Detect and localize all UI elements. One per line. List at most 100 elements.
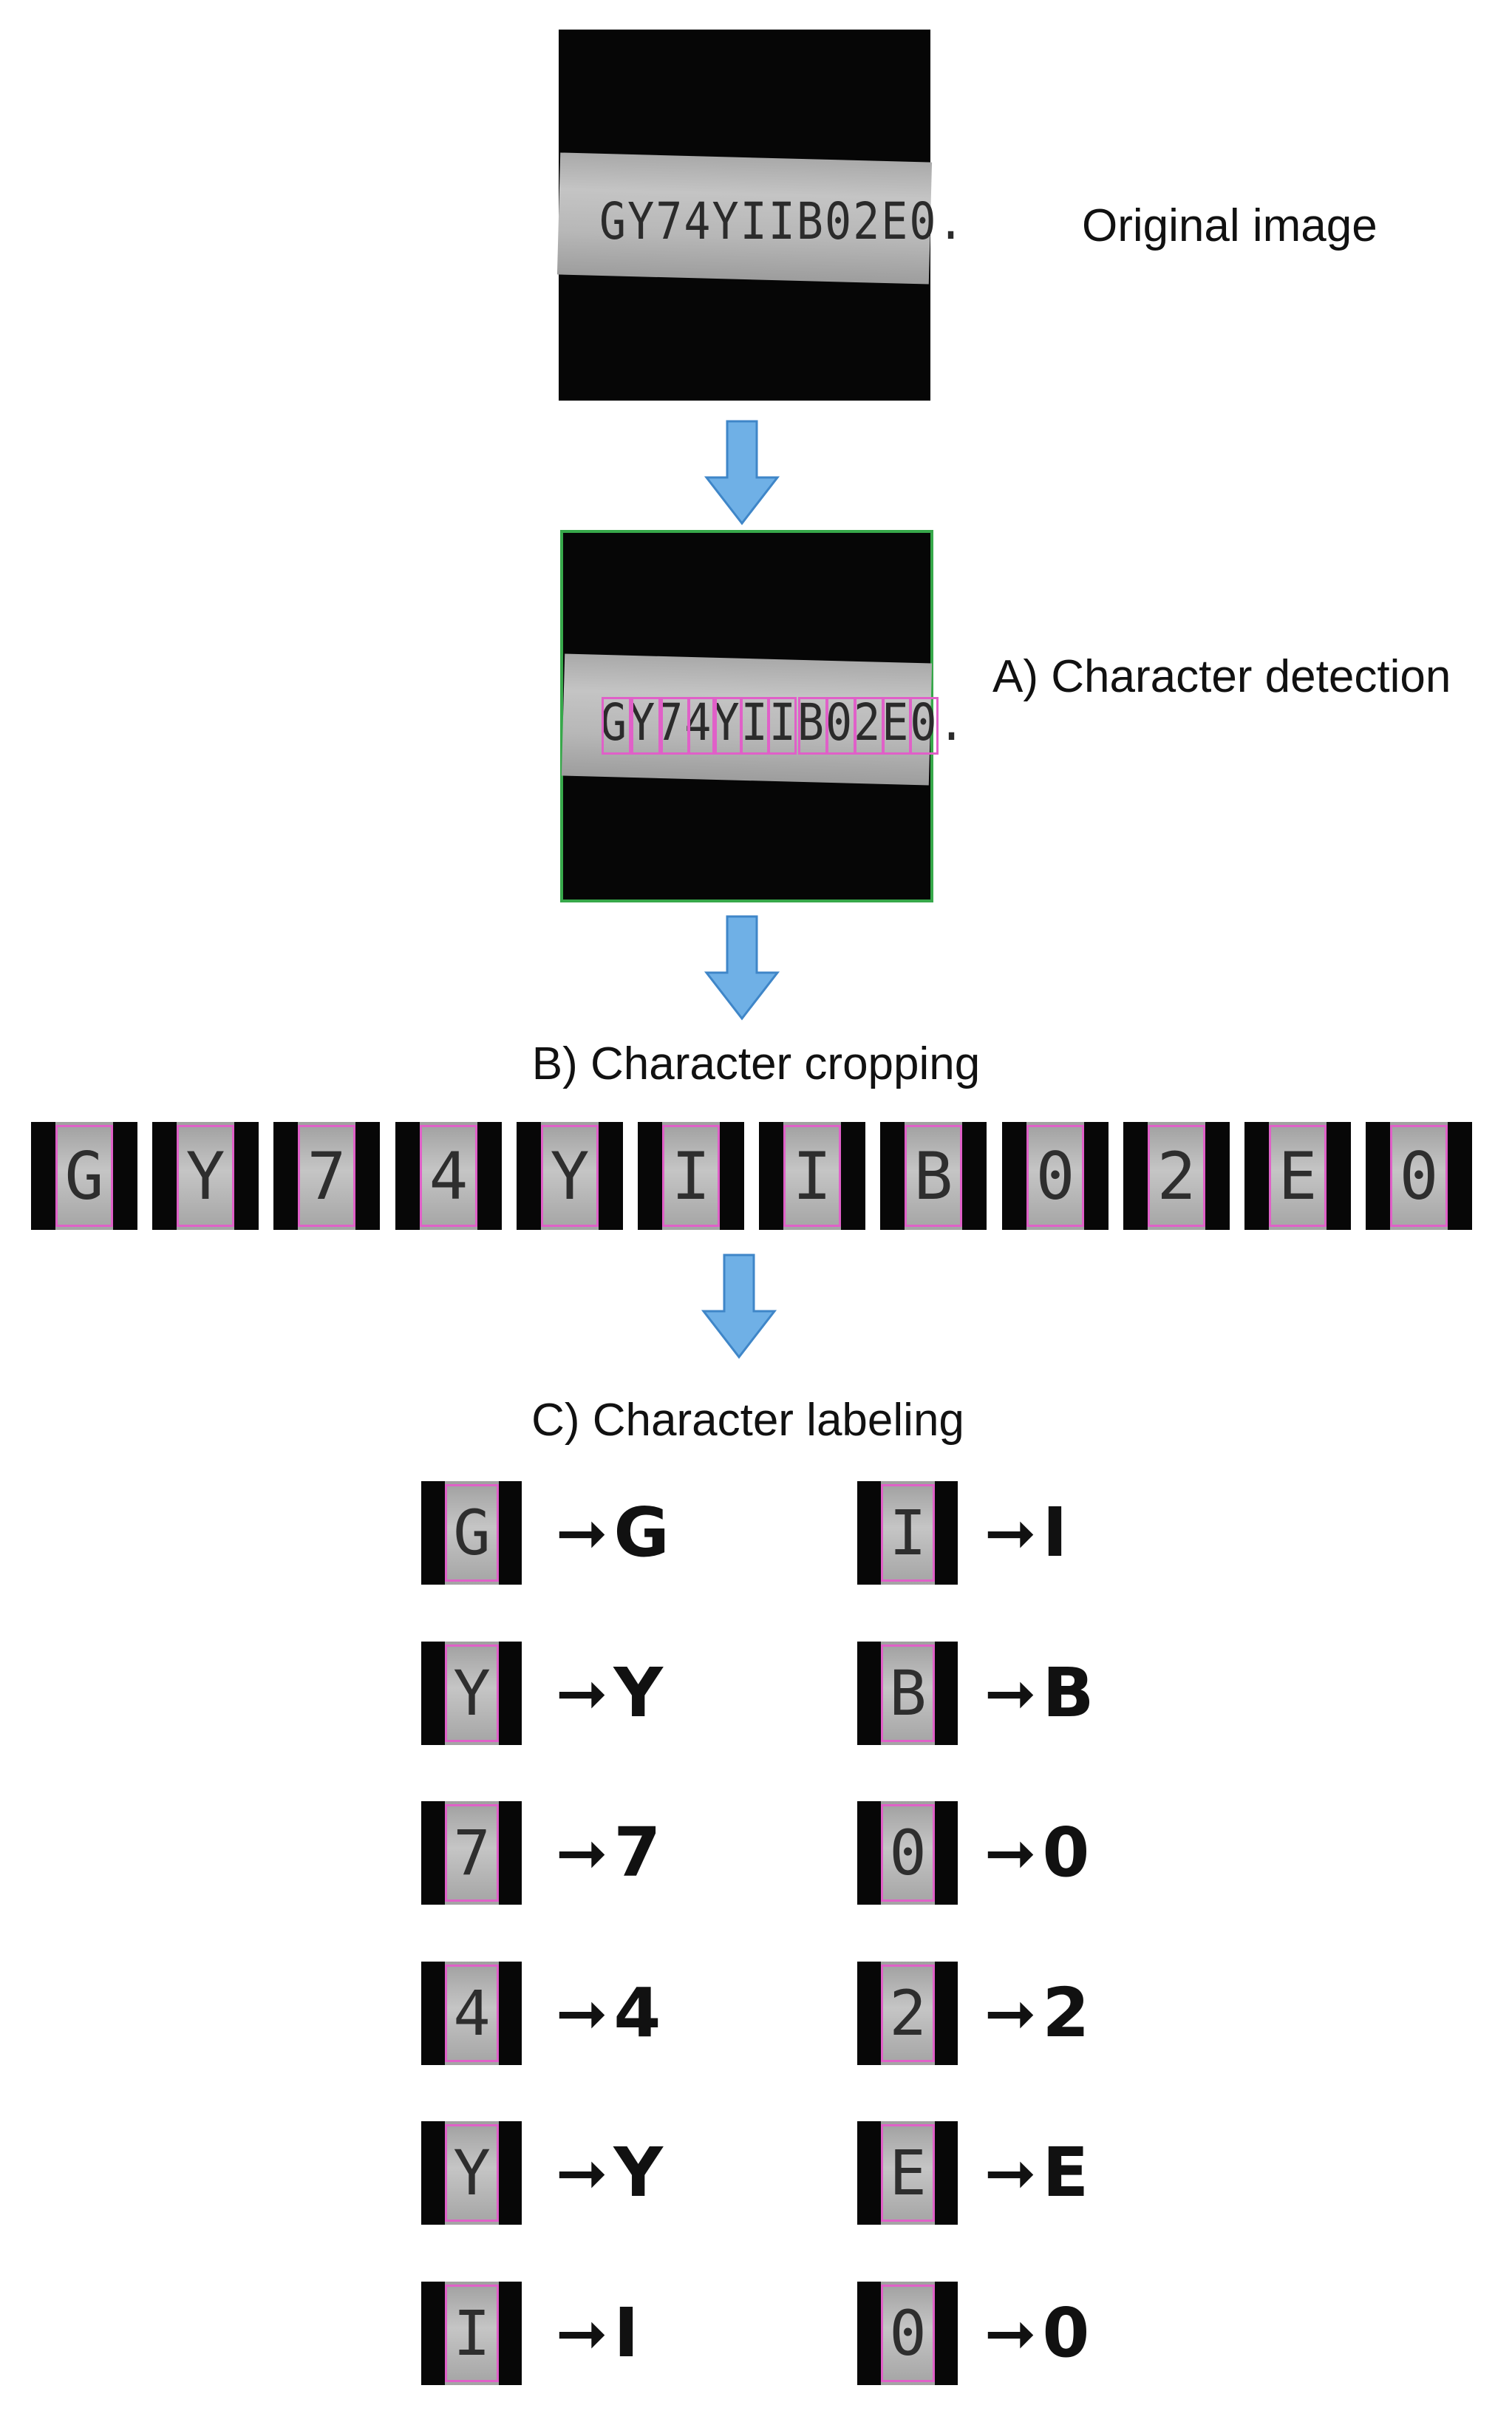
crop-glyph: Y bbox=[550, 1137, 590, 1214]
crop-box bbox=[541, 1125, 599, 1227]
label-value: B bbox=[1042, 1653, 1094, 1732]
crop-glyph: Y bbox=[185, 1137, 225, 1214]
crop-background bbox=[541, 1122, 599, 1230]
character-crop: 2 bbox=[857, 1962, 958, 2065]
detection-box bbox=[661, 697, 690, 755]
character-crop: Y bbox=[421, 1642, 522, 1745]
crop-glyph: E bbox=[889, 2137, 927, 2209]
character-crop: Y bbox=[517, 1122, 623, 1230]
crop-box bbox=[905, 1125, 962, 1227]
right-arrow-icon: ➞ bbox=[984, 2137, 1037, 2209]
crop-glyph: 0 bbox=[889, 1817, 927, 1889]
crop-glyph: 4 bbox=[453, 1977, 491, 2050]
crop-box bbox=[1390, 1125, 1448, 1227]
crop-box bbox=[1148, 1125, 1205, 1227]
crop-box bbox=[881, 2285, 935, 2382]
down-arrow-icon bbox=[704, 420, 780, 526]
label-original: Original image bbox=[1082, 200, 1378, 251]
label-result: ➞2 bbox=[984, 1976, 1089, 2050]
label-value: Y bbox=[613, 2133, 664, 2212]
crop-glyph: B bbox=[889, 1657, 927, 1730]
character-crop: 4 bbox=[395, 1122, 502, 1230]
label-value: 0 bbox=[1042, 2293, 1090, 2373]
label-value: I bbox=[1042, 1493, 1068, 1572]
crop-background bbox=[881, 2282, 935, 2385]
crop-background bbox=[662, 1122, 720, 1230]
crop-glyph: G bbox=[453, 1497, 491, 1569]
crop-background bbox=[783, 1122, 841, 1230]
character-crop: 0 bbox=[857, 2282, 958, 2385]
label-cropping: B) Character cropping bbox=[531, 1038, 981, 1089]
crop-box bbox=[445, 1484, 499, 1582]
label-result: ➞4 bbox=[556, 1976, 661, 2050]
label-value: 7 bbox=[613, 1813, 661, 1892]
detection-box bbox=[798, 697, 828, 755]
crop-box bbox=[881, 1645, 935, 1742]
character-crop: E bbox=[1244, 1122, 1351, 1230]
crop-box bbox=[298, 1125, 355, 1227]
crop-background bbox=[445, 1481, 499, 1585]
label-value: E bbox=[1042, 2133, 1089, 2212]
right-arrow-icon: ➞ bbox=[984, 1657, 1037, 1730]
crop-background bbox=[1026, 1122, 1084, 1230]
character-crop: 0 bbox=[1002, 1122, 1109, 1230]
crop-background bbox=[1269, 1122, 1327, 1230]
detection-box bbox=[740, 697, 770, 755]
right-arrow-icon: ➞ bbox=[984, 1817, 1037, 1889]
crop-background bbox=[445, 1962, 499, 2065]
original-image: GY74YIIB02E0. bbox=[556, 30, 964, 401]
detection-box bbox=[909, 697, 939, 755]
label-value: I bbox=[613, 2293, 639, 2373]
crop-background bbox=[445, 2282, 499, 2385]
label-result: ➞7 bbox=[556, 1816, 661, 1890]
right-arrow-icon: ➞ bbox=[556, 2137, 608, 2209]
crop-box bbox=[445, 1804, 499, 1902]
crop-glyph: B bbox=[913, 1137, 953, 1214]
label-result: ➞I bbox=[984, 1496, 1068, 1570]
crop-background bbox=[445, 1642, 499, 1745]
down-arrow-icon bbox=[701, 1254, 777, 1359]
character-crop: G bbox=[31, 1122, 137, 1230]
crop-background bbox=[881, 1642, 935, 1745]
detection-image: GY74YIIB02E0. bbox=[560, 530, 965, 902]
character-crop: 7 bbox=[273, 1122, 380, 1230]
character-crop: Y bbox=[421, 2121, 522, 2225]
crop-glyph: 0 bbox=[889, 2297, 927, 2370]
crop-glyph: I bbox=[453, 2297, 491, 2370]
crop-background bbox=[298, 1122, 355, 1230]
label-value: G bbox=[613, 1493, 670, 1572]
label-result: ➞0 bbox=[984, 2296, 1089, 2370]
label-result: ➞E bbox=[984, 2136, 1089, 2210]
label-result: ➞I bbox=[556, 2296, 639, 2370]
crop-box bbox=[445, 1645, 499, 1742]
detection-box bbox=[712, 697, 742, 755]
character-crop: E bbox=[857, 2121, 958, 2225]
crop-background bbox=[881, 2121, 935, 2225]
detection-box bbox=[767, 697, 797, 755]
crop-background bbox=[445, 2121, 499, 2225]
crop-background bbox=[881, 1962, 935, 2065]
down-arrow-icon bbox=[704, 915, 780, 1021]
character-crop: I bbox=[857, 1481, 958, 1585]
label-value: 2 bbox=[1042, 1973, 1090, 2052]
crop-box bbox=[1269, 1125, 1327, 1227]
character-crop: I bbox=[759, 1122, 865, 1230]
crop-box bbox=[55, 1125, 113, 1227]
right-arrow-icon: ➞ bbox=[556, 1657, 608, 1730]
right-arrow-icon: ➞ bbox=[556, 1977, 608, 2050]
right-arrow-icon: ➞ bbox=[556, 1497, 608, 1569]
crop-box bbox=[420, 1125, 477, 1227]
character-crop: 0 bbox=[1366, 1122, 1472, 1230]
crop-glyph: Y bbox=[453, 1657, 491, 1730]
label-detection: A) Character detection bbox=[992, 651, 1451, 702]
crop-background bbox=[905, 1122, 962, 1230]
crop-box bbox=[783, 1125, 841, 1227]
character-crop: I bbox=[421, 2282, 522, 2385]
crop-glyph: I bbox=[792, 1137, 832, 1214]
crop-glyph: 7 bbox=[307, 1137, 347, 1214]
crop-glyph: 0 bbox=[1035, 1137, 1075, 1214]
character-crop: 4 bbox=[421, 1962, 522, 2065]
crop-box bbox=[881, 1484, 935, 1582]
crop-glyph: 0 bbox=[1399, 1137, 1439, 1214]
label-result: ➞Y bbox=[556, 2136, 663, 2210]
